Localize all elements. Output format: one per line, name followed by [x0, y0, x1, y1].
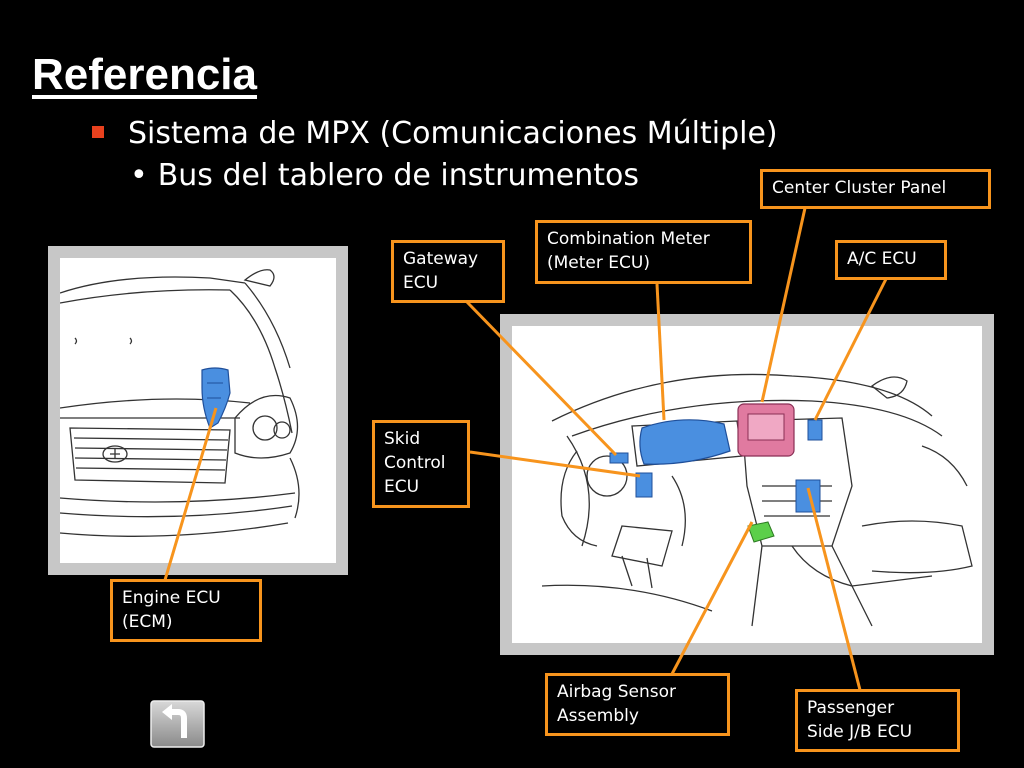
airbag-line2: Assembly [557, 706, 639, 726]
leader-skid-control [469, 450, 641, 478]
label-gateway-ecu: Gateway ECU [391, 240, 505, 303]
center-cluster-panel-text: Center Cluster Panel [772, 178, 947, 198]
leader-engine-ecu [163, 407, 218, 581]
skid-line3: ECU [384, 477, 420, 497]
engine-line1: Engine ECU [122, 588, 221, 608]
engine-line2: (ECM) [122, 612, 173, 632]
bullet-bus-text: Bus del tablero de instrumentos [157, 158, 639, 193]
label-ac-ecu: A/C ECU [835, 240, 947, 280]
skid-line2: Control [384, 453, 446, 473]
square-bullet-icon [92, 125, 104, 138]
skid-line1: Skid [384, 429, 421, 449]
leader-center-cluster [760, 207, 807, 403]
slide-title: Referencia [32, 50, 258, 99]
return-arrow-icon [150, 700, 205, 748]
gateway-line1: Gateway [403, 249, 479, 269]
leader-combination-meter [655, 283, 666, 421]
engine-illustration-frame [48, 246, 348, 575]
leader-ac-ecu [813, 278, 888, 421]
combination-meter-line1: Combination Meter [547, 229, 710, 249]
leader-airbag [670, 521, 754, 675]
ac-ecu-text: A/C ECU [847, 249, 917, 269]
combination-meter-line2: (Meter ECU) [547, 253, 650, 273]
label-passenger-jb-ecu: Passenger Side J/B ECU [795, 689, 960, 752]
dashboard-illustration-frame [500, 314, 994, 655]
passenger-line1: Passenger [807, 698, 895, 718]
leader-passenger-jb [806, 487, 862, 691]
bullet-instrument-bus: • Bus del tablero de instrumentos [130, 158, 639, 193]
label-airbag-sensor: Airbag Sensor Assembly [545, 673, 730, 736]
engine-illustration [59, 258, 336, 563]
dot-bullet-icon: • [130, 158, 148, 193]
bullet-mpx-system: Sistema de MPX (Comunicaciones Múltiple) [92, 116, 778, 151]
label-combination-meter: Combination Meter (Meter ECU) [535, 220, 752, 284]
car-front-drawing [59, 269, 300, 537]
bullet-mpx-text: Sistema de MPX (Comunicaciones Múltiple) [128, 116, 778, 151]
label-engine-ecu: Engine ECU (ECM) [110, 579, 262, 642]
back-button[interactable] [150, 700, 205, 748]
airbag-line1: Airbag Sensor [557, 682, 677, 702]
dashboard-drawing [541, 373, 973, 627]
label-center-cluster-panel: Center Cluster Panel [760, 169, 991, 209]
gateway-line2: ECU [403, 273, 439, 293]
label-skid-control-ecu: Skid Control ECU [372, 420, 470, 508]
passenger-line2: Side J/B ECU [807, 722, 913, 742]
leader-gateway [465, 300, 618, 457]
dashboard-illustration [512, 326, 982, 643]
